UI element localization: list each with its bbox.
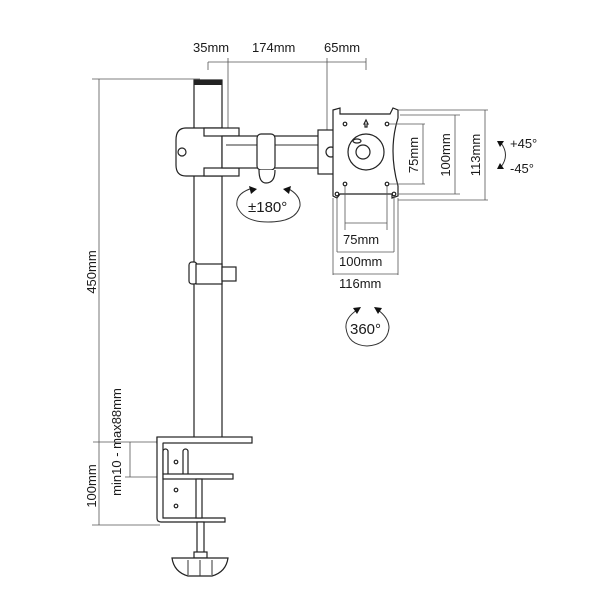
desk-clamp [156, 436, 253, 577]
plate-width-dimensions [332, 186, 399, 275]
dim-113mm-h: 113mm [468, 134, 483, 176]
dim-35mm: 35mm [193, 40, 229, 55]
tilt-minus-45: -45° [510, 161, 534, 176]
top-dimension-lines [207, 58, 367, 135]
dim-174mm: 174mm [252, 40, 295, 55]
vesa-plate [332, 107, 399, 199]
dim-100mm-w: 100mm [339, 254, 382, 269]
dim-desk-thickness: min10 - max88mm [109, 388, 124, 496]
dim-75mm-h: 75mm [406, 137, 421, 173]
tilt-indicator [497, 141, 506, 169]
tilt-plus-45: +45° [510, 136, 537, 151]
arm [175, 127, 341, 184]
plate-height-dimensions [389, 109, 488, 201]
dim-116mm-w: 116mm [339, 276, 381, 291]
arm-swivel-indicator [236, 186, 301, 223]
plate-rotation-indicator [345, 307, 390, 347]
pole-height-dimension [92, 78, 200, 526]
dim-100mm-h: 100mm [438, 133, 453, 176]
dim-75mm-w: 75mm [343, 232, 379, 247]
clamp-dimensions [93, 441, 160, 478]
rotation-360: 360° [350, 321, 381, 338]
dim-450mm: 450mm [84, 250, 99, 293]
dim-100mm-clamp: 100mm [84, 464, 99, 507]
dim-65mm: 65mm [324, 40, 360, 55]
rotation-180: ±180° [248, 199, 287, 216]
